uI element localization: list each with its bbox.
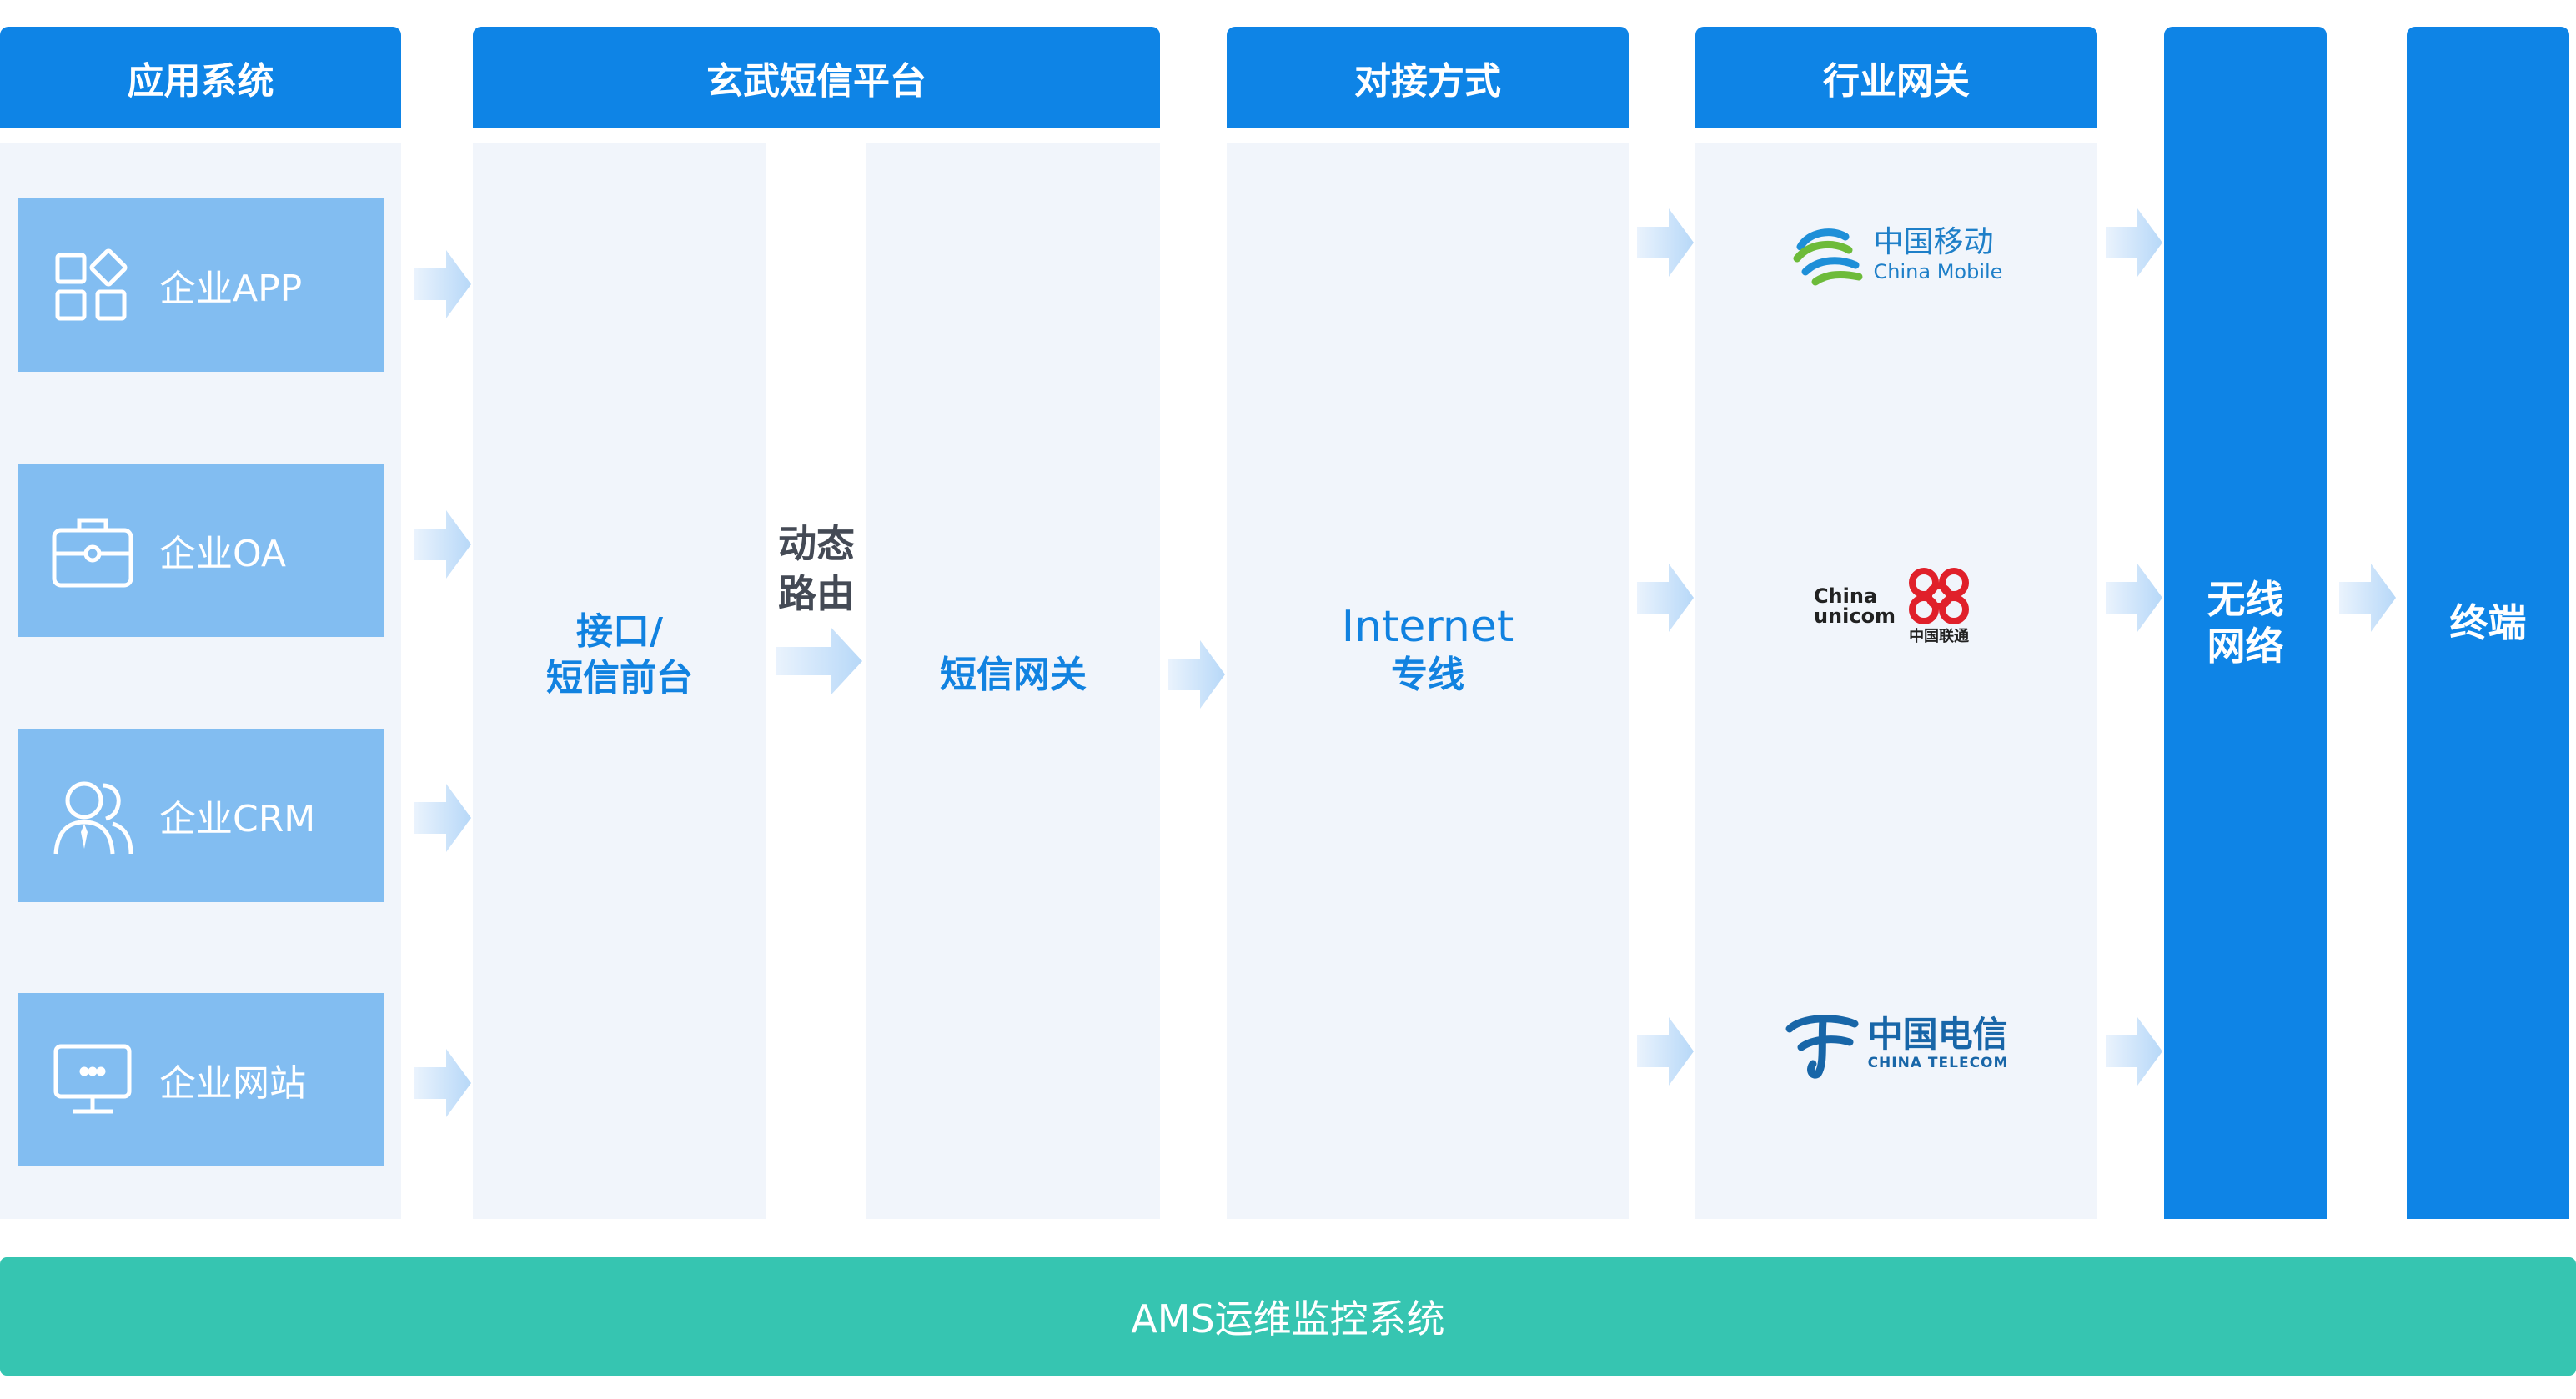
arrow-right-icon (414, 784, 471, 852)
china-mobile-logo: 中国移动 China Mobile (1695, 208, 2097, 300)
china-mobile-cn: 中国移动 (1873, 225, 1994, 259)
china-unicom-cn: 中国联通 (1909, 628, 1970, 645)
header-app-system: 应用系统 (0, 27, 401, 128)
interface-line2: 短信前台 (546, 657, 693, 700)
app-card-label: 企业CRM (159, 798, 316, 840)
ams-monitoring-bar: AMS运维监控系统 (0, 1257, 2576, 1376)
wireless-line1: 无线 (2207, 577, 2284, 622)
arrow-right-icon (2106, 564, 2162, 632)
app-card-enterprise-oa[interactable]: 企业OA (18, 464, 384, 637)
china-telecom-en: CHINA TELECOM (1867, 1055, 2009, 1071)
arrow-right-icon (1637, 208, 1694, 277)
wireless-line2: 网络 (2207, 624, 2284, 669)
sms-gateway-label: 短信网关 (940, 654, 1087, 696)
gateway-panel (1695, 143, 2097, 1219)
header-connection: 对接方式 (1227, 27, 1629, 128)
briefcase-icon (52, 518, 133, 588)
arrow-right-icon (1637, 564, 1694, 632)
routing-line1: 动态 (778, 521, 855, 566)
china-mobile-emblem-icon (1793, 228, 1863, 286)
interface-panel (473, 143, 766, 1219)
china-telecom-cn: 中国电信 (1867, 1014, 2008, 1055)
connection-label: Internet 专线 (1227, 602, 1629, 699)
china-unicom-unicom: unicom (1813, 604, 1896, 628)
connection-line2: 专线 (1391, 654, 1464, 696)
china-telecom-emblem-icon (1785, 1015, 1859, 1079)
app-card-enterprise-website[interactable]: 企业网站 (18, 993, 384, 1166)
china-unicom-logo: China unicom 中国联通 (1695, 560, 2097, 652)
china-telecom-logo: 中国电信 CHINA TELECOM (1695, 997, 2097, 1089)
china-mobile-en: China Mobile (1873, 260, 2003, 283)
app-card-label: 企业网站 (159, 1062, 306, 1105)
routing-arrow-icon (776, 627, 862, 695)
header-gateway: 行业网关 (1695, 27, 2097, 128)
app-card-enterprise-app[interactable]: 企业APP (18, 198, 384, 372)
routing-line2: 路由 (778, 571, 855, 616)
china-unicom-china: China (1813, 584, 1878, 608)
arrow-right-icon (1168, 640, 1225, 709)
app-card-label: 企业APP (159, 268, 303, 310)
unicom-knot-icon (1909, 568, 1970, 624)
dynamic-routing-label: 动态 路由 (766, 519, 866, 619)
arrow-right-icon (2106, 1017, 2162, 1086)
arrow-right-icon (1637, 1017, 1694, 1086)
interface-line1: 接口/ (575, 610, 664, 653)
users-icon (53, 781, 133, 855)
app-card-enterprise-crm[interactable]: 企业CRM (18, 729, 384, 902)
sms-gateway-panel (866, 143, 1160, 1219)
arrow-right-icon (2339, 564, 2396, 632)
interface-label: 接口/ 短信前台 (473, 609, 766, 702)
terminal-label: 终端 (2449, 600, 2527, 645)
header-platform: 玄武短信平台 (473, 27, 1160, 128)
arrow-right-icon (414, 250, 471, 318)
connection-line1: Internet (1341, 602, 1514, 652)
app-card-label: 企业OA (159, 533, 286, 575)
apps-grid-icon (55, 248, 128, 321)
arrow-right-icon (2106, 208, 2162, 277)
terminal-column: 终端 (2407, 27, 2569, 1219)
arrow-right-icon (414, 510, 471, 579)
connection-panel (1227, 143, 1629, 1219)
arrow-right-icon (414, 1049, 471, 1117)
monitor-icon (53, 1044, 132, 1114)
wireless-network-column: 无线 网络 (2164, 27, 2327, 1219)
